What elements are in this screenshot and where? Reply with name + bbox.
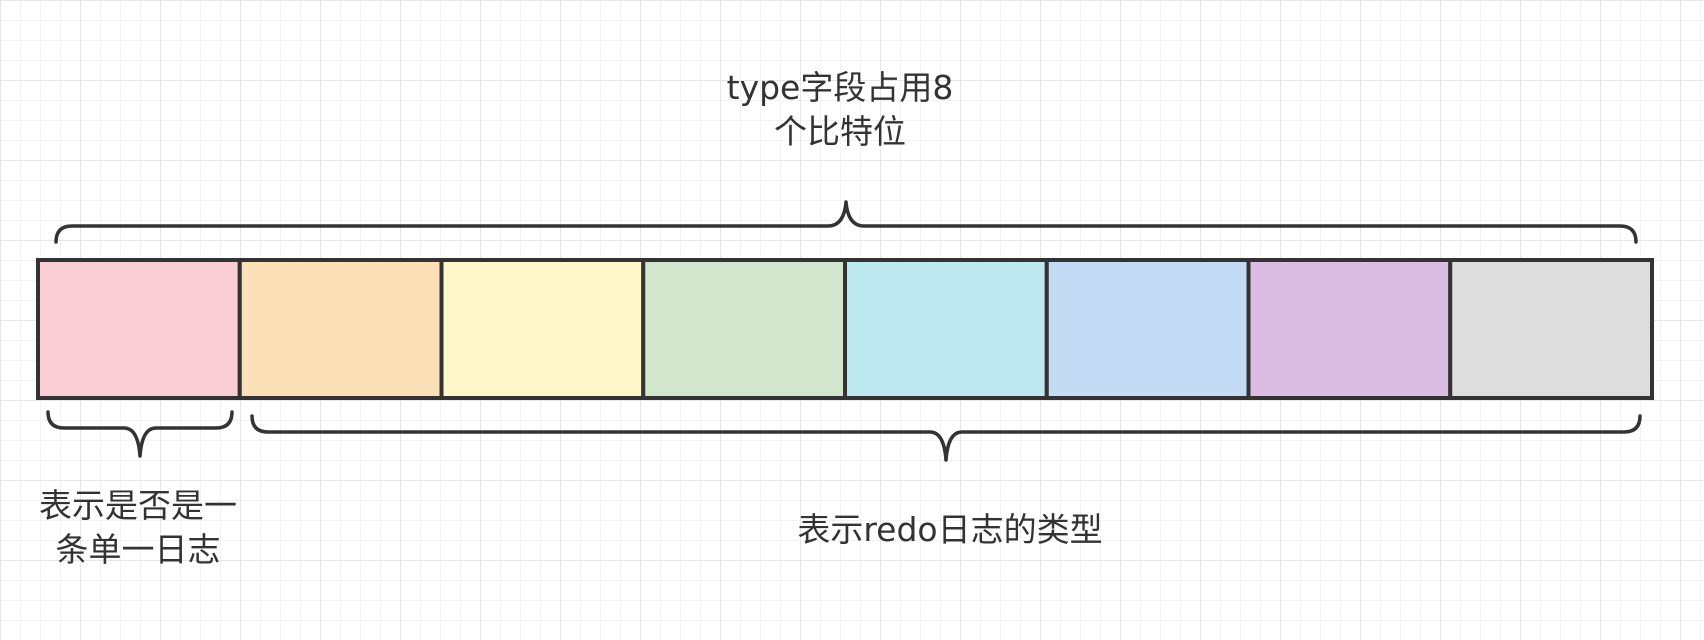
bit-cell: [1448, 258, 1654, 400]
left-brace: [46, 410, 234, 458]
bit-cell: [843, 258, 1049, 400]
bit-cell: [1246, 258, 1453, 400]
type-field-label: type字段占用8 个比特位: [640, 66, 1040, 154]
top-brace: [54, 200, 1638, 244]
type-field-label-line-2: 个比特位: [774, 112, 906, 151]
type-field-label-line-1: type字段占用8: [726, 68, 954, 107]
single-log-flag-label-line-2: 条单一日志: [55, 530, 221, 569]
single-log-flag-label-line-1: 表示是否是一: [39, 486, 237, 525]
bit-cell: [237, 258, 444, 400]
bit-cell: [1044, 258, 1251, 400]
bit-cells: [36, 258, 1654, 400]
right-brace: [250, 414, 1642, 462]
bit-cell: [439, 258, 646, 400]
redo-log-type-label-text: 表示redo日志的类型: [797, 510, 1103, 549]
redo-log-type-label: 表示redo日志的类型: [700, 508, 1200, 552]
single-log-flag-label: 表示是否是一 条单一日志: [0, 484, 276, 572]
bit-cell: [36, 258, 242, 400]
bit-cell: [641, 258, 847, 400]
